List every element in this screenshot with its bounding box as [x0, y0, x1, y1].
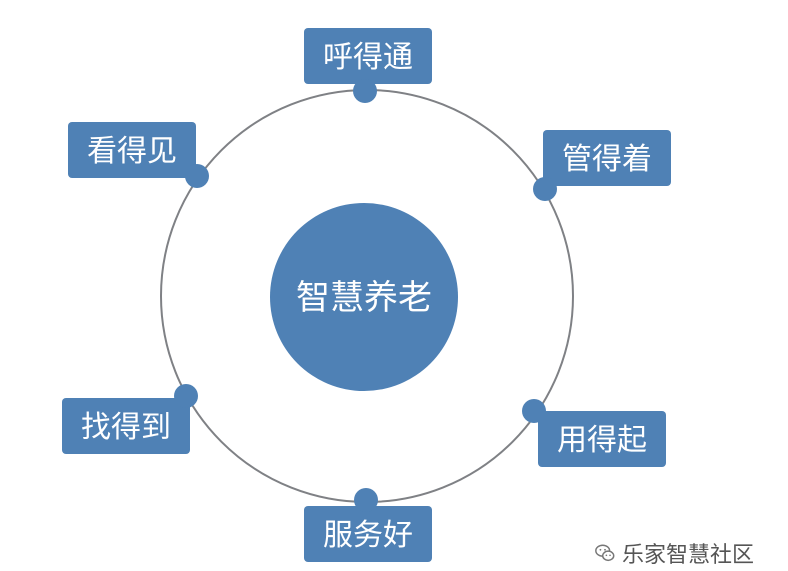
node-lower-left-label: 找得到	[81, 410, 171, 445]
node-top: 呼得通	[304, 28, 432, 103]
node-lower-right-connector-dot	[522, 399, 546, 423]
wechat-icon	[595, 544, 615, 562]
node-lower-right: 用得起	[522, 399, 666, 467]
center-circle	[270, 203, 458, 391]
watermark: 乐家智慧社区	[594, 538, 754, 568]
node-top-label: 呼得通	[323, 40, 413, 75]
node-upper-right-box	[543, 130, 671, 186]
node-bottom-connector-dot	[354, 488, 378, 512]
node-bottom-label: 服务好	[323, 518, 413, 553]
node-upper-left: 看得见	[68, 122, 209, 188]
node-upper-right-label: 管得着	[562, 142, 652, 177]
node-lower-left-connector-dot	[174, 384, 198, 408]
watermark-text: 乐家智慧社区	[622, 543, 755, 568]
node-upper-left-box	[68, 122, 196, 178]
node-upper-left-label: 看得见	[87, 134, 177, 169]
node-upper-left-connector-dot	[185, 164, 209, 188]
node-lower-left: 找得到	[62, 384, 198, 454]
node-lower-left-box	[62, 398, 190, 454]
center-label: 智慧养老	[296, 278, 432, 318]
node-lower-right-box	[538, 411, 666, 467]
node-lower-right-label: 用得起	[557, 423, 647, 458]
node-bottom: 服务好	[304, 488, 432, 562]
node-upper-right: 管得着	[533, 130, 671, 201]
node-upper-right-connector-dot	[533, 177, 557, 201]
node-top-connector-dot	[353, 79, 377, 103]
node-bottom-box	[304, 506, 432, 562]
node-top-box	[304, 28, 432, 84]
